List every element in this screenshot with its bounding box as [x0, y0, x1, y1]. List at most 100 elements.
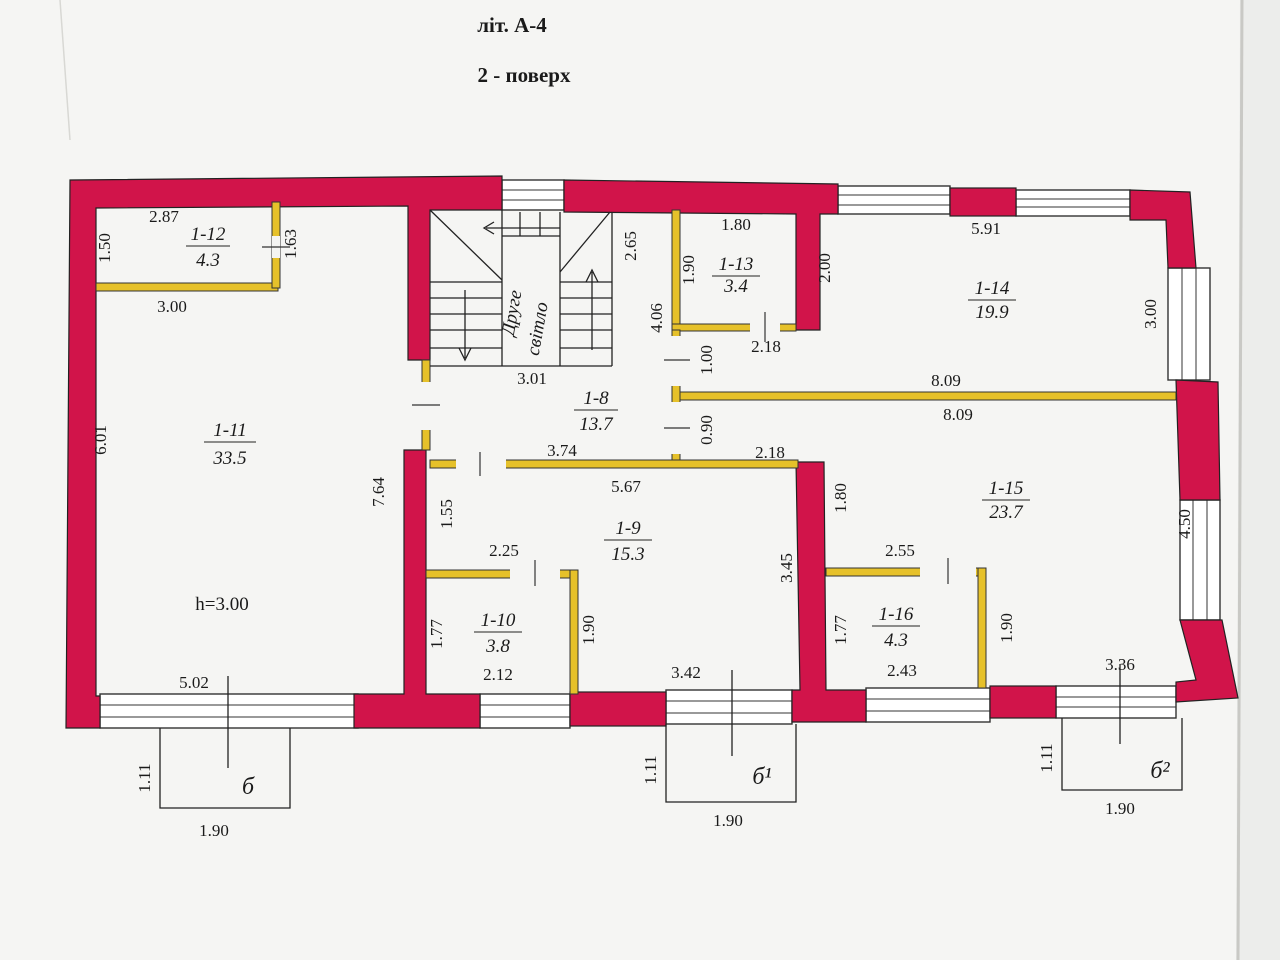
dim-2-43: 2.43	[887, 661, 917, 680]
balcony-b2-label: б²	[1150, 758, 1170, 784]
balcony-b1-label: б¹	[752, 764, 771, 790]
room-1-12-id: 1-12	[191, 224, 226, 245]
window-1-11	[99, 693, 359, 729]
dim-5-67: 5.67	[611, 477, 641, 496]
dim-4-50: 4.50	[1175, 509, 1194, 539]
staircase	[429, 209, 613, 367]
room-1-8-area: 13.7	[579, 414, 614, 435]
dim-0-90: 0.90	[697, 415, 716, 445]
room-1-10-area: 3.8	[485, 636, 510, 657]
dim-2-18-b: 2.18	[755, 443, 785, 462]
room-1-15-area: 23.7	[989, 502, 1024, 523]
page-edge	[1236, 0, 1244, 960]
dim-1-77-b: 1.77	[831, 615, 850, 645]
dim-1-11-c: 1.11	[1037, 743, 1056, 772]
partition-1-10-east	[569, 569, 579, 695]
dim-3-36: 3.36	[1105, 655, 1135, 674]
dim-1-11-a: 1.11	[135, 763, 154, 792]
dimensions: 2.87 1.50 1.63 3.00 6.01 7.64 5.02 2.65 …	[91, 207, 1194, 840]
window-east-b	[1179, 499, 1221, 621]
room-1-15-id: 1-15	[989, 478, 1024, 499]
balconies	[159, 664, 1183, 809]
dim-1-50: 1.50	[95, 233, 114, 263]
dim-1-11-b: 1.11	[641, 755, 660, 784]
dim-1-55: 1.55	[437, 499, 456, 529]
window-1-14-a	[837, 185, 951, 215]
partition-1-12-south	[95, 282, 279, 292]
window-glazing	[100, 189, 1208, 718]
dim-3-42: 3.42	[671, 663, 701, 682]
dim-3-00-a: 3.00	[157, 297, 187, 316]
wall-1-10-west	[353, 449, 481, 729]
dim-5-91: 5.91	[971, 219, 1001, 238]
header-lit: літ. А-4	[477, 13, 547, 37]
door-ticks	[262, 246, 949, 586]
room-1-8-id: 1-8	[583, 388, 609, 409]
dim-3-00-b: 3.00	[1141, 299, 1160, 329]
dim-1-90-d: 1.90	[199, 821, 229, 840]
room-labels: 1-12 4.3 1-11 33.5 1-8 13.7 1-13 3.4 1-1…	[186, 224, 1030, 657]
window-east-a	[1167, 267, 1211, 381]
room-1-16-id: 1-16	[879, 604, 914, 625]
dim-2-25: 2.25	[489, 541, 519, 560]
window-1-10	[479, 693, 571, 729]
balcony-b1-outline	[665, 724, 797, 803]
dim-2-12: 2.12	[483, 665, 513, 684]
room-1-9-id: 1-9	[615, 518, 641, 539]
ceiling-height-note: h=3.00	[195, 594, 248, 615]
wall-pier-south-a	[569, 691, 667, 727]
dim-2-65: 2.65	[621, 231, 640, 261]
dim-1-90-c: 1.90	[997, 613, 1016, 643]
room-1-11-id: 1-11	[213, 420, 246, 441]
dim-3-45: 3.45	[777, 553, 796, 583]
dim-1-00: 1.00	[697, 345, 716, 375]
windows	[99, 179, 1221, 729]
partition-1-13-south	[671, 323, 797, 332]
dim-1-80-a: 1.80	[721, 215, 751, 234]
wall-north-middle	[563, 179, 839, 331]
dim-3-01: 3.01	[517, 369, 547, 388]
room-1-16-area: 4.3	[884, 630, 908, 651]
dim-8-09-b: 8.09	[943, 405, 973, 424]
dim-1-77-a: 1.77	[427, 619, 446, 649]
dim-4-06: 4.06	[647, 303, 666, 333]
dim-1-80-b: 1.80	[831, 483, 850, 513]
dim-2-18-a: 2.18	[751, 337, 781, 356]
room-1-13-area: 3.4	[723, 276, 748, 297]
wall-corner-ne	[1129, 189, 1197, 269]
dim-5-02: 5.02	[179, 673, 209, 692]
wall-east-middle	[1175, 379, 1221, 501]
partition-1-9-north	[429, 459, 799, 469]
dim-2-87: 2.87	[149, 207, 179, 226]
dim-1-90-a: 1.90	[679, 255, 698, 285]
window-1-9	[665, 689, 793, 725]
partition-1-14-south	[673, 391, 1177, 401]
wall-1-16-west	[791, 461, 867, 723]
dim-2-00: 2.00	[815, 253, 834, 283]
header-floor: 2 - поверх	[478, 63, 571, 87]
wall-pier-north	[949, 187, 1017, 217]
window-1-16	[865, 687, 991, 723]
dim-1-63: 1.63	[281, 229, 300, 259]
room-1-14-area: 19.9	[975, 302, 1009, 323]
dim-6-01: 6.01	[91, 425, 110, 455]
room-1-14-id: 1-14	[975, 278, 1010, 299]
balcony-b-outline	[159, 728, 291, 809]
wall-pier-south-b	[989, 685, 1057, 719]
dim-1-90-f: 1.90	[1105, 799, 1135, 818]
dim-2-55: 2.55	[885, 541, 915, 560]
window-1-15	[1055, 685, 1177, 719]
room-1-9-area: 15.3	[611, 544, 644, 565]
dim-3-74: 3.74	[547, 441, 577, 460]
window-1-14-b	[1015, 189, 1131, 217]
partition-1-16-east	[977, 567, 987, 689]
room-1-10-id: 1-10	[481, 610, 516, 631]
dim-1-90-e: 1.90	[713, 811, 743, 830]
dim-8-09-a: 8.09	[931, 371, 961, 390]
balcony-b2-outline	[1061, 718, 1183, 791]
room-1-11-area: 33.5	[212, 448, 246, 469]
wall-corner-se	[1175, 619, 1239, 703]
balcony-b-label: б	[242, 774, 255, 800]
page-fold	[59, 0, 71, 141]
